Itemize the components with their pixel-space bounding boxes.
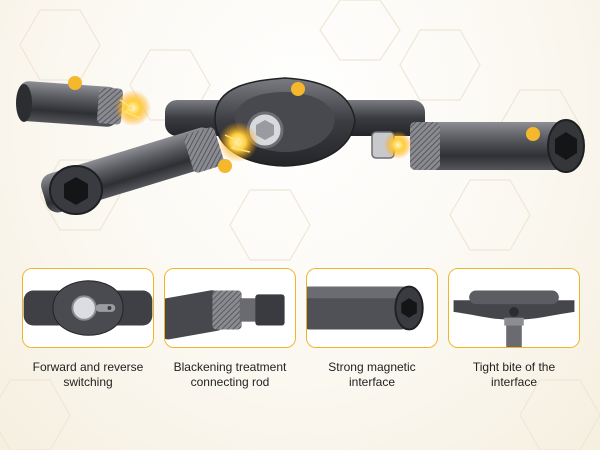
feature-card-tight-bite bbox=[448, 268, 580, 348]
feature-cards: Forward and reverse switching Blackening… bbox=[0, 268, 600, 450]
spark-icon bbox=[115, 90, 412, 162]
feature-card-connecting-rod bbox=[164, 268, 296, 348]
feature-image-tight-bite bbox=[449, 269, 579, 347]
hex-socket-icon bbox=[64, 177, 88, 205]
feature-caption-magnetic: Strong magnetic interface bbox=[328, 360, 416, 389]
feature-caption-switching: Forward and reverse switching bbox=[32, 360, 144, 389]
feature-image-magnetic bbox=[307, 269, 437, 347]
hero-product-image bbox=[16, 76, 585, 215]
socket-extension-diagonal bbox=[41, 127, 224, 215]
highlight-dot-icon bbox=[68, 76, 540, 173]
feature-image-switching bbox=[23, 269, 153, 347]
socket-extension-left bbox=[16, 81, 123, 127]
feature-caption-connecting-rod: Blackening treatment connecting rod bbox=[173, 360, 287, 389]
feature-card-switching bbox=[22, 268, 154, 348]
feature-image-connecting-rod bbox=[165, 269, 295, 347]
feature-card-magnetic bbox=[306, 268, 438, 348]
feature-caption-tight-bite: Tight bite of the interface bbox=[472, 360, 556, 389]
